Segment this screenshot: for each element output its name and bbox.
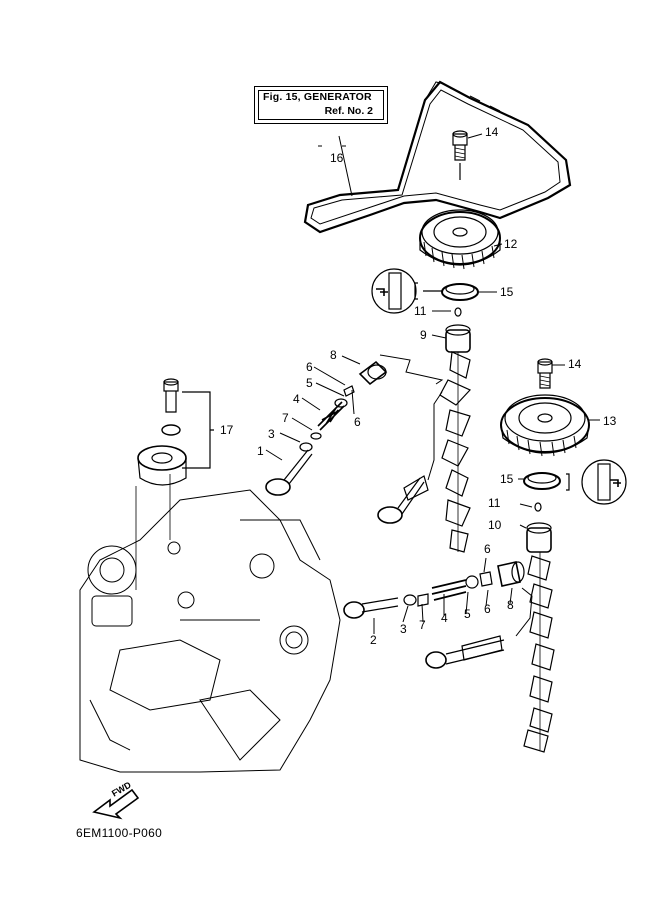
callout-15-upper: 15	[500, 285, 514, 299]
oil-seal-part-15	[371, 268, 479, 314]
callout-16: 16	[330, 151, 344, 165]
exhaust-valve-assembly	[343, 561, 525, 669]
callout-3-lower: 3	[400, 622, 407, 636]
camshaft-upper	[439, 307, 472, 553]
reference-box: Fig. 15, GENERATOR Ref. No. 2	[254, 86, 388, 124]
sprocket-bolt-part-14	[452, 130, 468, 180]
callout-3-upper: 3	[268, 427, 275, 441]
callout-5-upper: 5	[306, 376, 313, 390]
oil-seal-part-15-lower	[523, 459, 627, 505]
camshaft-lower	[523, 502, 555, 753]
engine-block-outline	[79, 474, 341, 773]
sprocket-bolt-part-14-lower	[537, 358, 553, 389]
diagram-code: 6EM1100-P060	[76, 826, 163, 840]
callout-17: 17	[220, 423, 234, 437]
callout-6-upper-a: 6	[306, 360, 313, 374]
callout-15-lower: 15	[500, 472, 514, 486]
timing-belt-part-16	[303, 80, 572, 234]
callout-2: 2	[370, 633, 377, 647]
callout-14-upper: 14	[485, 125, 499, 139]
callout-14-lower: 14	[568, 357, 582, 371]
callout-6-lower-a: 6	[484, 542, 491, 556]
callout-6-upper-b: 6	[354, 415, 361, 429]
cam-sprocket-part-12	[419, 209, 501, 270]
reference-figure-label: Fig. 15, GENERATOR	[263, 91, 372, 103]
callout-6-lower-b: 6	[484, 602, 491, 616]
callout-8-lower: 8	[507, 598, 514, 612]
callout-12: 12	[504, 237, 518, 251]
callout-10: 10	[488, 518, 502, 532]
callout-4-upper: 4	[293, 392, 300, 406]
callout-9: 9	[420, 328, 427, 342]
callout-11-lower: 11	[488, 496, 501, 510]
intake-valve-assembly	[265, 360, 429, 524]
callout-11-upper: 11	[414, 304, 427, 318]
callout-1: 1	[257, 444, 264, 458]
callout-13: 13	[603, 414, 617, 428]
callout-4-lower: 4	[441, 611, 448, 625]
reference-number-label: Ref. No. 2	[324, 105, 373, 117]
callout-leader-lines	[265, 133, 600, 637]
reference-box-inner-frame	[258, 90, 384, 120]
fwd-arrow-icon	[92, 788, 140, 820]
callout-7-lower: 7	[419, 618, 426, 632]
callout-8-upper: 8	[330, 348, 337, 362]
cam-sprocket-part-13	[500, 394, 590, 457]
callout-7-upper: 7	[282, 411, 289, 425]
callout-5-lower: 5	[464, 607, 471, 621]
belt-tensioner-part-17	[137, 378, 214, 486]
